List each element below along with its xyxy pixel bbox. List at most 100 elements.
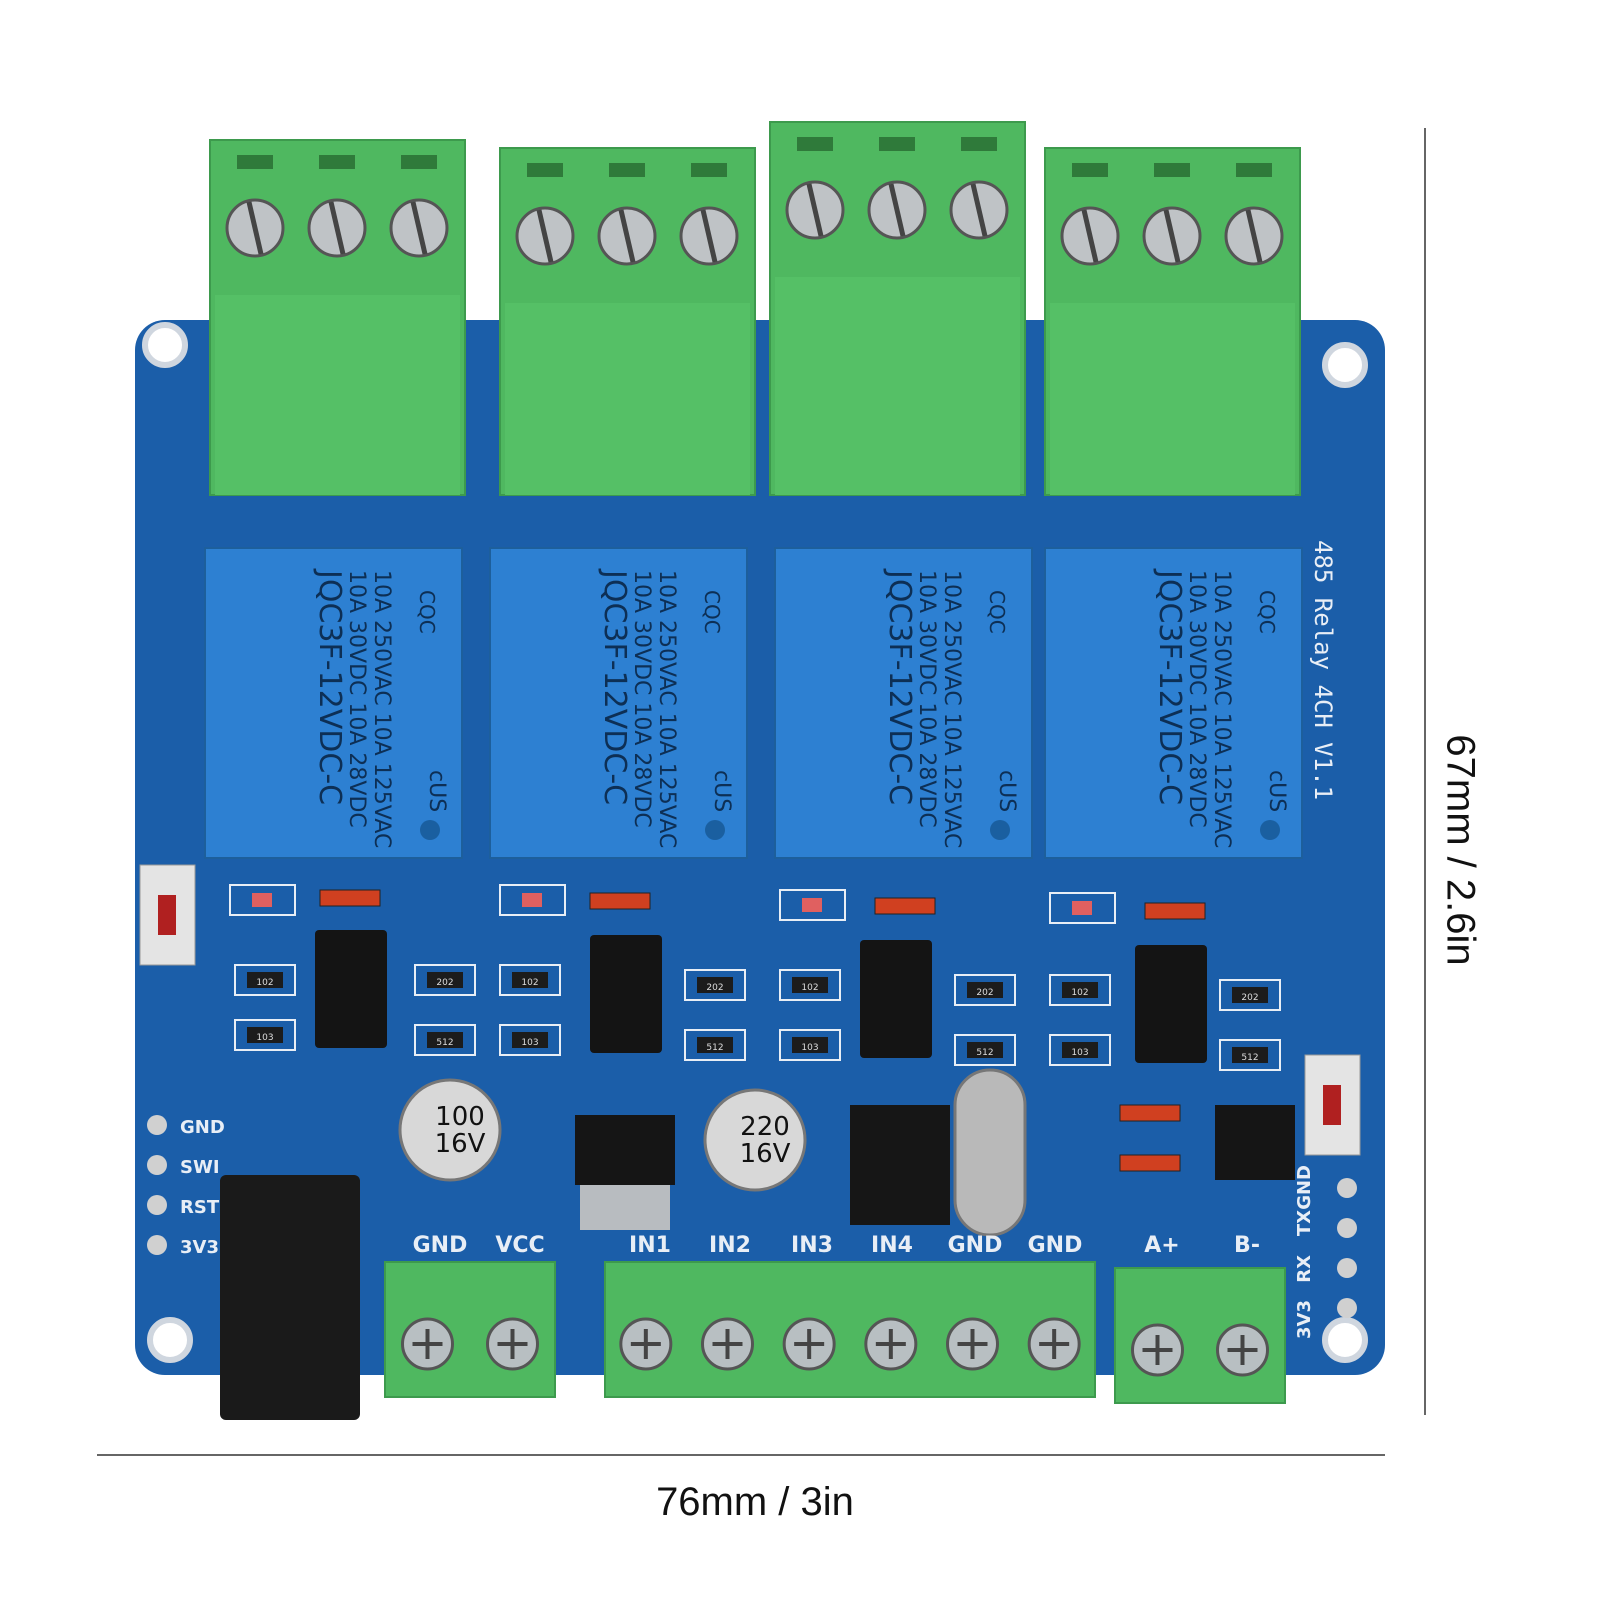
resistor-outline [684, 1029, 746, 1061]
smd-resistor: 512 [1219, 1039, 1281, 1071]
relay-rating-ac: 10A 250VAC 10A 125VAC [654, 570, 679, 848]
terminal-body [604, 1261, 1096, 1398]
height-dimension-label: 67mm / 2.6in [1438, 734, 1483, 966]
diode [1119, 1104, 1181, 1122]
capacitor-voltage: 16V [740, 1139, 791, 1169]
wire-slot [797, 137, 833, 151]
resistor-code: 102 [1071, 988, 1088, 998]
relay-rating-dc: 10A 30VDC 10A 28VDC [629, 570, 654, 828]
relay-rating-dc: 10A 30VDC 10A 28VDC [914, 570, 939, 828]
resistor-code: 202 [1241, 993, 1258, 1003]
wire-slot [609, 163, 645, 177]
wire-slot [1072, 163, 1108, 177]
terminal-label: IN1 [629, 1233, 671, 1258]
right-header-label: TX [1294, 1210, 1315, 1236]
wire-slot [237, 155, 273, 169]
led-outline [779, 889, 846, 921]
resistor-body [697, 977, 733, 993]
relay-model: JQC3F-12VDC-C [312, 568, 347, 805]
optocoupler-chip [590, 935, 662, 1053]
diode [874, 897, 936, 915]
relay-dot [705, 820, 725, 840]
relay-body [489, 547, 748, 859]
resistor-outline [1049, 1034, 1111, 1066]
resistor-code: 512 [706, 1043, 723, 1053]
relay-body [1044, 547, 1303, 859]
header-pin [1337, 1298, 1357, 1318]
wire-slot [879, 137, 915, 151]
regulator-tab [580, 1185, 670, 1230]
relay-rating-dc: 10A 30VDC 10A 28VDC [1184, 570, 1209, 828]
terminal-base [775, 277, 1020, 495]
resistor-outline [414, 1024, 476, 1056]
voltage-regulator [575, 1115, 675, 1185]
smd-resistor: 512 [954, 1034, 1016, 1066]
resistor-outline [499, 1024, 561, 1056]
optocoupler-chip [860, 940, 932, 1058]
resistor-outline [414, 964, 476, 996]
resistor-outline [1219, 1039, 1281, 1071]
top-screw-terminal [209, 139, 466, 496]
wire-slot [1154, 163, 1190, 177]
relay-rating-ac: 10A 250VAC 10A 125VAC [1209, 570, 1234, 848]
screw-slot [1081, 209, 1099, 263]
screw-slot [970, 183, 988, 237]
relay-model: JQC3F-12VDC-C [882, 568, 917, 805]
resistor-body [247, 972, 283, 988]
capacitor-top [703, 1088, 807, 1192]
right-header-label: RX [1294, 1255, 1315, 1283]
terminal-base [1050, 303, 1295, 495]
relay-body [204, 547, 463, 859]
header-pin [1337, 1218, 1357, 1238]
relay-brand: CQC [415, 590, 439, 634]
screw-slot [1163, 209, 1181, 263]
relay-cert: cUS [424, 770, 449, 812]
crystal-oscillator [953, 1068, 1027, 1237]
relay-model: JQC3F-12VDC-C [597, 568, 632, 805]
resistor-body [512, 972, 548, 988]
mounting-hole [1322, 1317, 1368, 1363]
wire-slot [691, 163, 727, 177]
resistor-body [792, 977, 828, 993]
resistor-outline [234, 964, 296, 996]
resistor-outline [779, 969, 841, 1001]
led [522, 893, 542, 907]
width-dimension-label: 76mm / 3in [656, 1480, 854, 1524]
bottom-screw-terminal [604, 1261, 1096, 1398]
screw-slot [536, 209, 554, 263]
left-header-label: RST [180, 1197, 220, 1218]
mounting-hole [147, 1317, 193, 1363]
relay-rating-ac: 10A 250VAC 10A 125VAC [369, 570, 394, 848]
push-button-cap [158, 895, 176, 935]
header-pin [147, 1235, 167, 1255]
push-button-cap [1323, 1085, 1341, 1125]
terminal-label: GND [413, 1233, 468, 1258]
rs485-transceiver [1215, 1105, 1295, 1180]
resistor-body [427, 1032, 463, 1048]
left-header-label: GND [180, 1117, 225, 1138]
left-header-label: SWI [180, 1157, 220, 1178]
bottom-screw-terminal [384, 1261, 556, 1398]
relay-brand: CQC [1255, 590, 1279, 634]
resistor-outline [499, 964, 561, 996]
smd-resistor: 102 [1049, 974, 1111, 1006]
relay-dot [990, 820, 1010, 840]
led-outline [1049, 892, 1116, 924]
resistor-code: 202 [706, 983, 723, 993]
relay-rating-ac: 10A 250VAC 10A 125VAC [939, 570, 964, 848]
relay-cert: cUS [994, 770, 1019, 812]
screw-slot [1245, 209, 1263, 263]
smd-resistor: 103 [499, 1024, 561, 1056]
top-screw-terminal [1044, 147, 1301, 496]
resistor-outline [954, 974, 1016, 1006]
resistor-body [697, 1037, 733, 1053]
relay-rating-dc: 10A 30VDC 10A 28VDC [344, 570, 369, 828]
resistor-body [247, 1027, 283, 1043]
diode [319, 889, 381, 907]
resistor-code: 202 [436, 978, 453, 988]
